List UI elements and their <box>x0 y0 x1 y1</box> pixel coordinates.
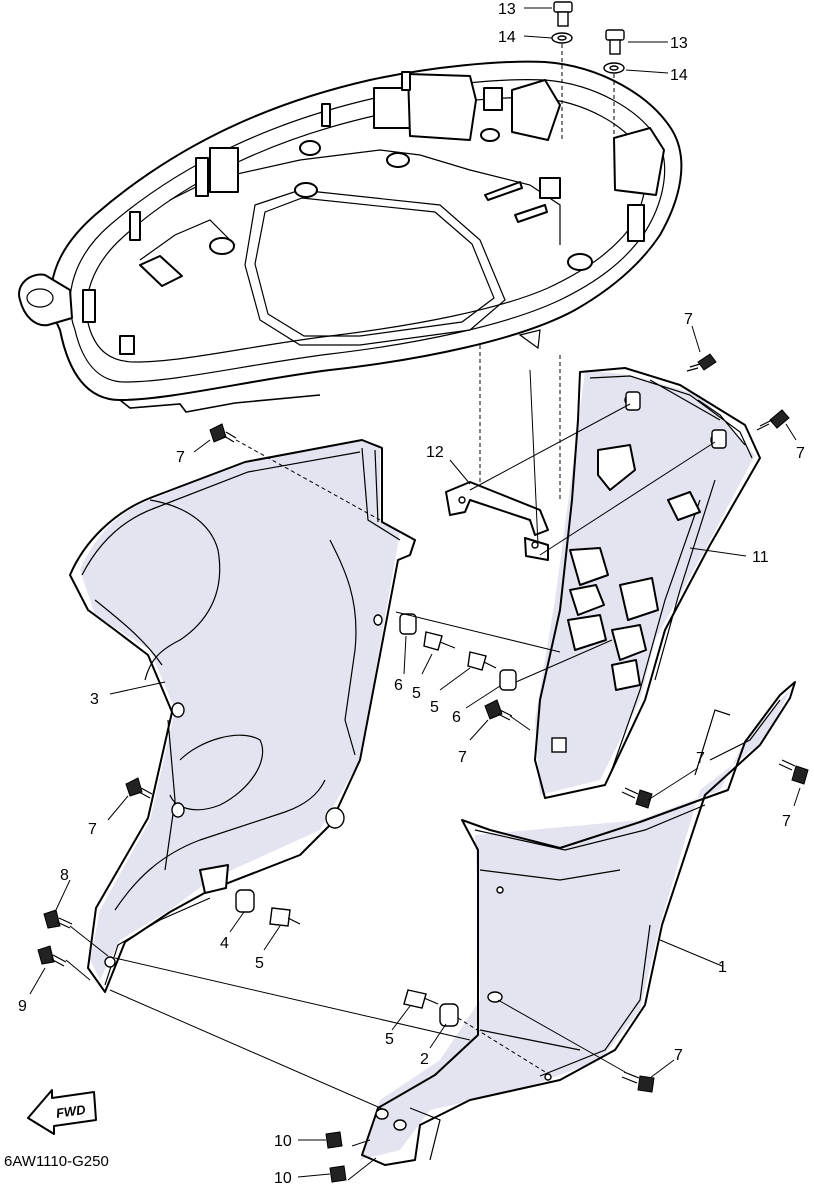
screw-7-left-mid <box>125 777 153 799</box>
bolt-13-left <box>553 1 573 27</box>
bolt-13-right <box>605 29 625 55</box>
screw-8 <box>43 909 73 929</box>
callout-5: 5 <box>385 1031 394 1048</box>
screw-7-far-right <box>778 759 809 785</box>
callout-14: 14 <box>498 29 516 46</box>
grommet-4 <box>235 889 255 913</box>
collar-5-mid <box>467 651 497 671</box>
clip-nut-10-lower <box>329 1165 347 1183</box>
callout-7: 7 <box>458 749 467 766</box>
collar-5-left <box>269 907 301 927</box>
diagram-code: 6AW1110-G250 <box>4 1153 109 1170</box>
washer-14-right <box>603 62 625 74</box>
screw-7-center-right <box>621 787 653 809</box>
collar-5-bottom <box>403 989 439 1009</box>
callout-7: 7 <box>674 1047 683 1064</box>
grommet-11-upper <box>625 391 641 411</box>
callout-12: 12 <box>426 444 444 461</box>
callout-13: 13 <box>670 35 688 52</box>
bracket-12 <box>445 481 549 561</box>
callout-8: 8 <box>60 867 69 884</box>
callout-7: 7 <box>796 445 805 462</box>
screw-7-top-right <box>686 353 717 372</box>
callout-5: 5 <box>412 685 421 702</box>
callout-10: 10 <box>274 1133 292 1150</box>
callout-7: 7 <box>88 821 97 838</box>
screw-7-bottom <box>621 1071 655 1093</box>
top-cowling <box>18 60 683 413</box>
grommet-2 <box>439 1003 459 1027</box>
callout-5: 5 <box>430 699 439 716</box>
screw-7-left-top <box>209 423 237 443</box>
screw-7-right <box>756 409 790 431</box>
side-cover-starboard <box>69 439 416 993</box>
screw-9 <box>37 945 67 967</box>
screw-7-mid <box>484 699 513 721</box>
cowling-mount-bosses <box>82 71 665 355</box>
callout-7: 7 <box>176 449 185 466</box>
callout-6: 6 <box>452 709 461 726</box>
callout-14: 14 <box>670 67 688 84</box>
callout-labels: 13 14 13 14 7 7 7 12 11 3 6 5 5 6 7 7 7 … <box>18 1 805 1186</box>
collar-5-upper <box>423 631 456 651</box>
callout-7: 7 <box>684 311 693 328</box>
callout-7: 7 <box>782 813 791 830</box>
clip-nut-10-upper <box>325 1131 343 1149</box>
fwd-label: FWD <box>55 1102 87 1121</box>
callout-3: 3 <box>90 691 99 708</box>
washer-14-left <box>551 32 573 44</box>
callout-2: 2 <box>420 1051 429 1068</box>
callout-6: 6 <box>394 677 403 694</box>
callout-5: 5 <box>255 955 264 972</box>
grommet-6-upper <box>399 613 417 635</box>
bottom-cowling-apron <box>360 681 796 1166</box>
grommet-6-lower <box>499 669 517 691</box>
cowling-side-handle <box>18 273 73 327</box>
callout-1: 1 <box>718 959 727 976</box>
callout-7: 7 <box>696 750 705 767</box>
fwd-arrow-icon: FWD <box>27 1089 97 1135</box>
callout-11: 11 <box>752 549 769 566</box>
callout-4: 4 <box>220 935 229 952</box>
assembly-lines <box>65 345 716 1181</box>
side-cover-port <box>534 367 761 799</box>
callout-leaders <box>29 7 801 1178</box>
callout-10: 10 <box>274 1170 292 1186</box>
callout-13: 13 <box>498 1 516 18</box>
callout-9: 9 <box>18 998 27 1015</box>
grommet-11-lower <box>711 429 727 449</box>
